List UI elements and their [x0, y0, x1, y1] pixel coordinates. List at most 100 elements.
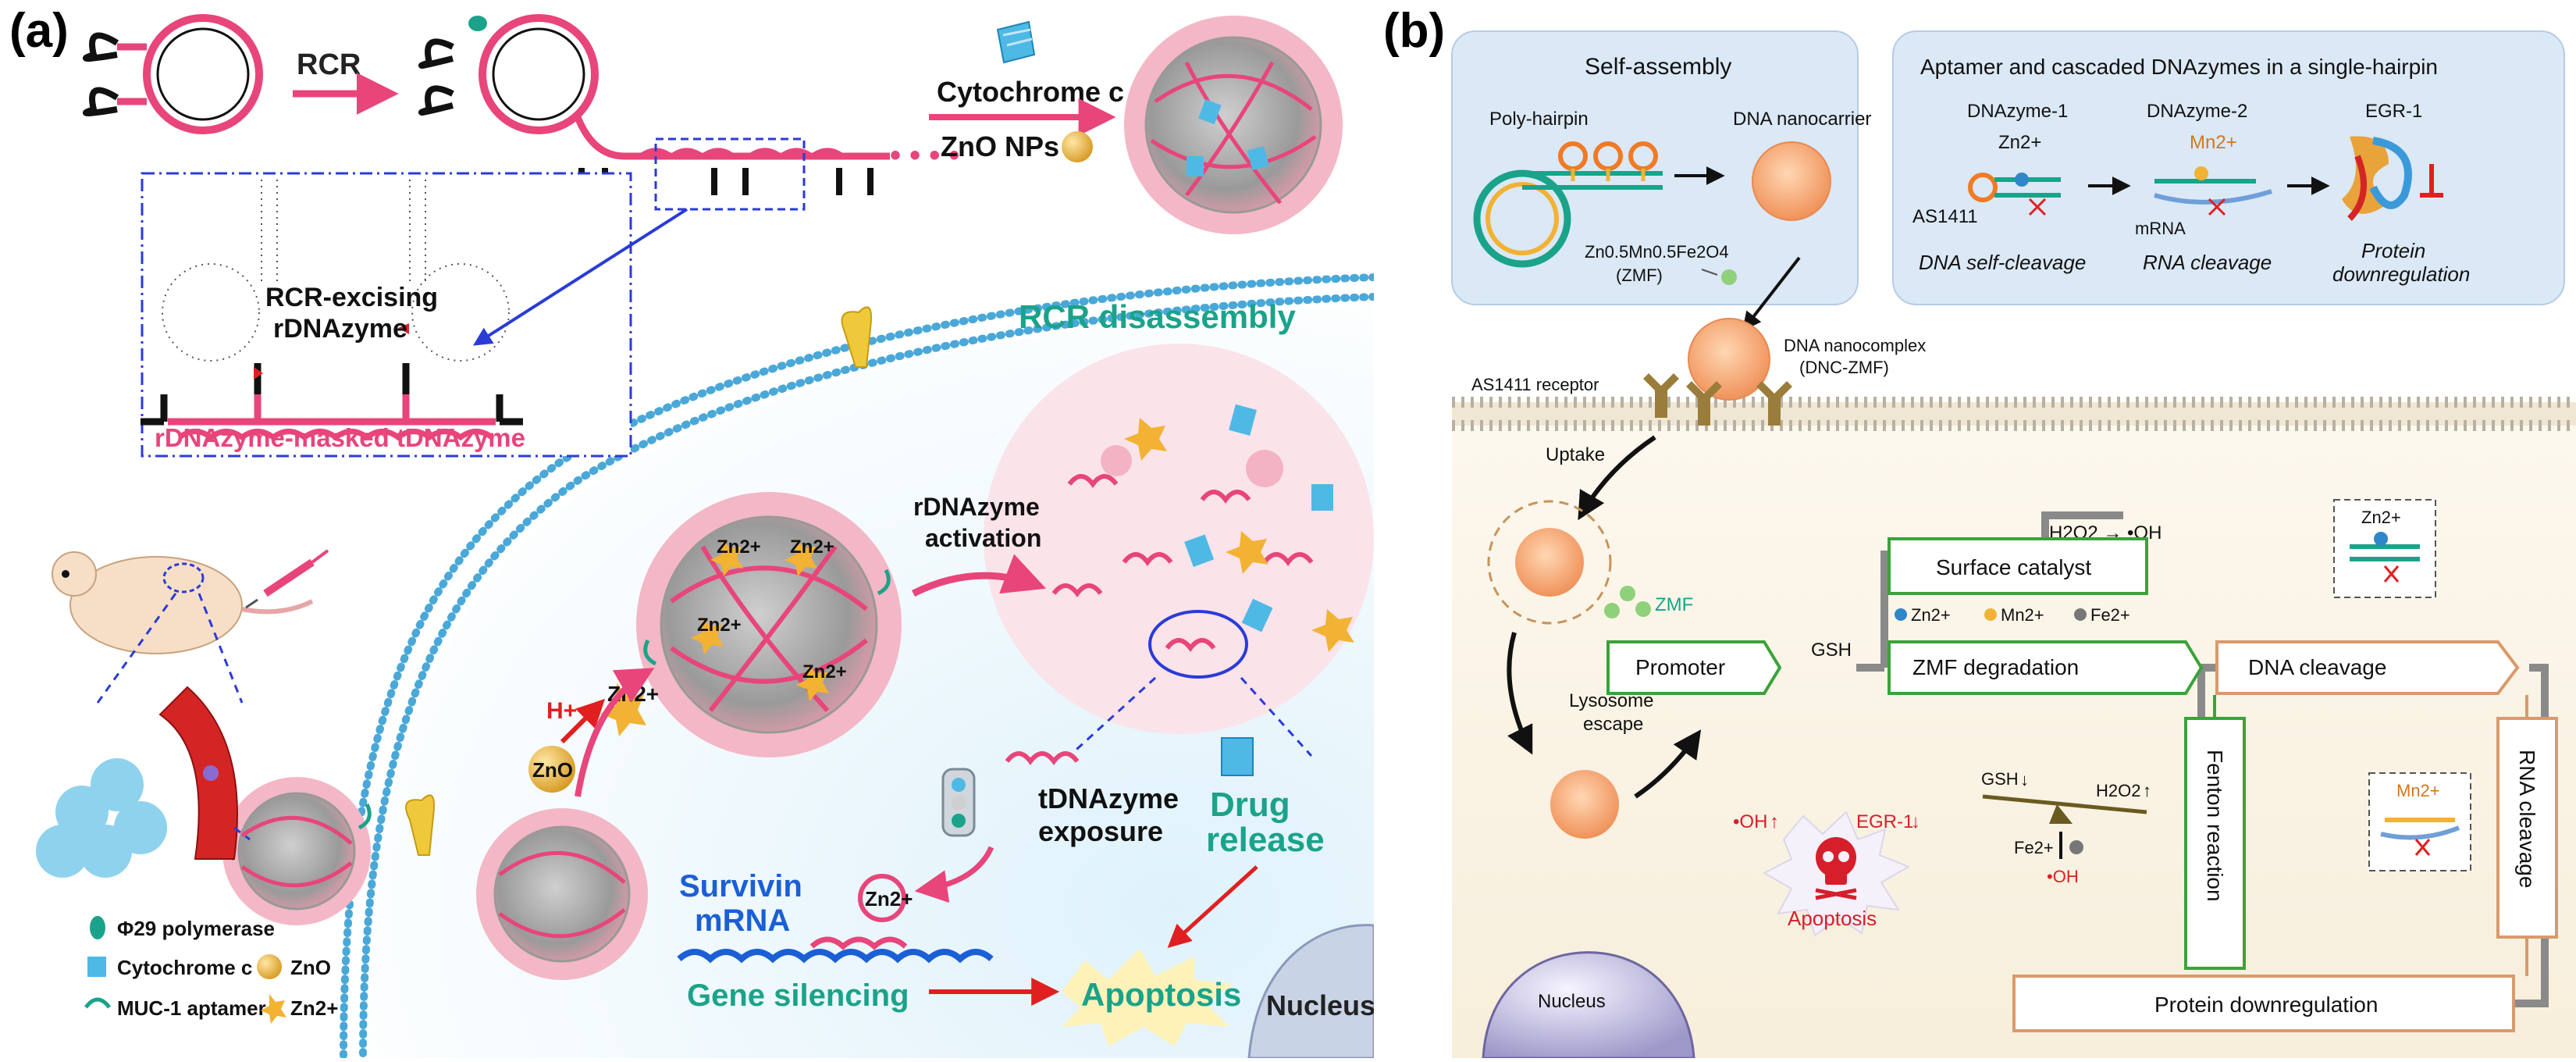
ion-zn-label: Zn2+	[1911, 605, 1951, 625]
dna-nanocarrier-icon	[1752, 141, 1831, 221]
zn-binding-loop	[858, 874, 906, 922]
survivin-label-2: mRNA	[695, 903, 790, 938]
escaped-nanocomplex	[1550, 770, 1619, 839]
mouse-illustration	[52, 551, 314, 654]
ions-legend: Zn2+ Mn2+ Fe2+	[1895, 605, 2130, 625]
zn-inset-ion	[2374, 532, 2388, 546]
phi29-legend-icon	[90, 916, 105, 939]
traffic-light-icon	[941, 768, 976, 837]
egr1-down-label: EGR-1	[1856, 811, 1913, 832]
zmf-degradation-box	[1888, 640, 2204, 695]
zn-label-2: Zn2+	[790, 536, 834, 558]
zn-inset-scissors-icon	[2383, 565, 2400, 583]
svg-text:• • • •: • • • •	[890, 138, 959, 173]
tumor-vessel	[36, 686, 251, 878]
nanocomplex-label-2: (DNC-ZMF)	[1799, 358, 1889, 377]
nanoflower-middle	[636, 492, 902, 757]
rcr-template-1	[83, 14, 263, 134]
surface-catalyst-box	[1888, 537, 2148, 595]
zoom-line-right	[1240, 676, 1313, 757]
zmf-particle-icon	[1721, 269, 1737, 285]
surface-catalyst-label: Surface catalyst	[1936, 555, 2091, 579]
nucleus-b	[1482, 951, 1695, 1060]
protein-label-2: downregulation	[2332, 262, 2470, 286]
nucleus-label-b: Nucleus	[1538, 991, 1606, 1012]
zn-label-3: Zn2+	[697, 615, 742, 636]
h-plus-arrow	[560, 698, 606, 744]
mn-inset-rna	[2380, 825, 2460, 840]
panel-a-label: (a)	[9, 4, 69, 58]
oh-up-label: •OH	[1733, 811, 1767, 832]
rcr-template-2: • • • •	[418, 14, 959, 195]
drug-to-apoptosis-arrow	[1167, 865, 1258, 949]
dnazyme2-label: DNAzyme-2	[2147, 101, 2247, 122]
lysosome-nanocomplex	[1515, 528, 1584, 597]
nanocomplex-label-1: DNA nanocomplex	[1784, 336, 1926, 355]
mrna-label-b: mRNA	[2135, 219, 2186, 238]
gsh-label: GSH	[1811, 640, 1852, 661]
disassembled-cloud	[984, 344, 1374, 734]
skull-icon	[1815, 837, 1857, 900]
fe-seesaw-label: Fe2+	[2014, 838, 2054, 857]
gene-silencing-label: Gene silencing	[687, 978, 909, 1013]
zmf-short-label: (ZMF)	[1616, 266, 1663, 285]
fenton-label: Fenton reaction	[2203, 750, 2227, 902]
protein-downregulation-label: Protein downregulation	[2154, 993, 2378, 1017]
panel-a: Nucleus (a) RCR • • • • Cytochrome c ZnO…	[9, 4, 1378, 1062]
uptake-arrow	[1578, 435, 1656, 521]
zno-legend-icon	[257, 954, 282, 979]
seesaw	[1982, 794, 2147, 859]
panel-a-canvas: Nucleus (a) RCR • • • • Cytochrome c ZnO…	[9, 4, 1378, 1062]
legend-phi29: Φ29 polymerase	[117, 917, 275, 940]
membrane-receptor-top	[841, 306, 872, 368]
dnazyme-structure	[141, 180, 523, 441]
dnazyme1-icon	[1968, 173, 2061, 216]
protein-label-1: Protein	[2361, 239, 2425, 262]
polymerase-dot	[468, 16, 487, 31]
promoter-box	[1606, 640, 1782, 695]
promoter-label: Promoter	[1635, 655, 1725, 679]
oh-up-arrow: ↑	[1770, 811, 1779, 832]
aptamer-title: Aptamer and cascaded DNAzymes in a singl…	[1920, 55, 2438, 79]
complex-arrow	[1742, 256, 1801, 331]
zn-label-1: Zn2+	[717, 536, 761, 558]
legend-zn: Zn2+	[290, 996, 338, 1020]
nanoflower-outside	[222, 777, 372, 925]
selection-box	[654, 137, 806, 211]
exposure-arrow	[914, 846, 994, 903]
tdnazyme-label-2: exposure	[1038, 815, 1163, 847]
zno-particle-label: ZnO	[532, 758, 573, 782]
zmf-particles	[1604, 586, 1651, 618]
release-arrow	[1634, 729, 1702, 799]
as1411-label: AS1411	[1912, 206, 1978, 227]
drug-icon	[1221, 737, 1254, 776]
panel-b-label: (b)	[1383, 4, 1445, 58]
legend-muc1: MUC-1 aptamer	[117, 996, 266, 1020]
rcr-arrow-label: RCR	[297, 48, 361, 81]
zoom-box	[141, 172, 632, 458]
zmf-formula-label: Zn0.5Mn0.5Fe2O4	[1585, 242, 1729, 262]
nanoflower-top	[1124, 16, 1343, 234]
zn-inset-strand	[2350, 544, 2420, 561]
zn-inset-label: Zn2+	[2361, 508, 2401, 527]
h-plus-label: H+	[546, 698, 577, 724]
dna-self-cleavage-label: DNA self-cleavage	[1919, 251, 2086, 274]
rna-cleavage-label: RNA cleavage	[2515, 750, 2539, 888]
activation-label-1: rDNAzyme	[913, 493, 1040, 521]
zn-label-4: Zn2+	[802, 661, 847, 682]
zoom-arrow	[472, 208, 688, 346]
zno-particle	[528, 746, 575, 793]
poly-hairpin-icon	[1473, 141, 1663, 268]
escape-arrow	[1507, 632, 1533, 755]
as1411-receptor-label: AS1411 receptor	[1471, 375, 1599, 394]
receptors-b	[1643, 373, 1792, 426]
panel-b: (b) Self-assembly Poly-hairpin DNA nanoc…	[1374, 0, 2576, 1060]
protein-icon	[2342, 136, 2443, 221]
zn-stars-middle: Zn2+ Zn2+ Zn2+ Zn2+	[691, 536, 847, 701]
mrna-strand	[677, 949, 994, 964]
cytochrome-icon	[996, 20, 1036, 64]
zmf-label: ZMF	[1655, 594, 1693, 615]
activation-arrow	[911, 554, 1047, 597]
bound-dnazyme	[809, 936, 908, 950]
dnazyme2-mn: Mn2+	[2190, 132, 2237, 153]
